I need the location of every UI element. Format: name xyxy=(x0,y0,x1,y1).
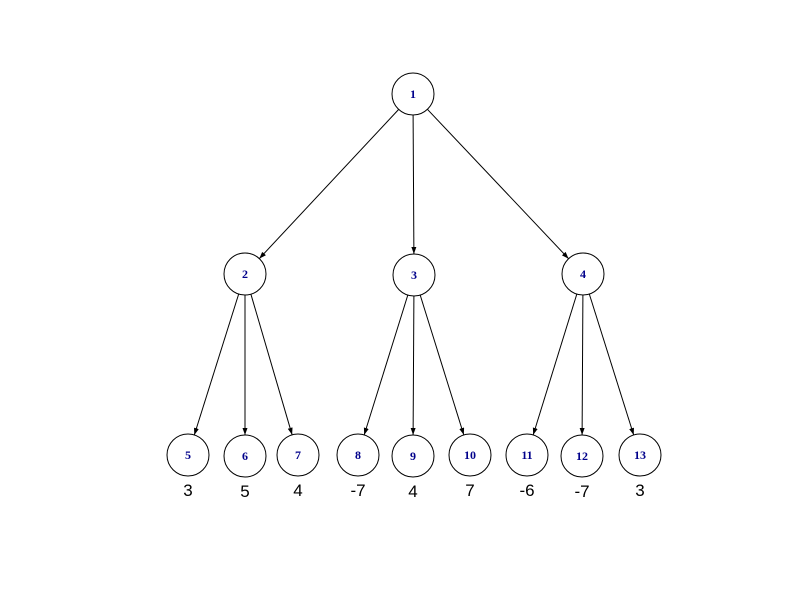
node-circle-4 xyxy=(561,252,605,296)
leaf-value-8: -7 xyxy=(350,481,365,500)
leaf-value-11: -6 xyxy=(519,481,534,500)
node-label-11: 11 xyxy=(521,448,532,462)
leaf-value-10: 7 xyxy=(465,481,474,500)
node-circle-7 xyxy=(276,433,320,477)
edge-1-2 xyxy=(258,109,400,259)
node-label-3: 3 xyxy=(411,268,417,282)
node-label-13: 13 xyxy=(634,448,646,462)
node-circle-2 xyxy=(223,252,267,296)
edge-1-3 xyxy=(411,114,417,255)
node-circle-1 xyxy=(391,72,435,116)
node-circle-12 xyxy=(560,434,604,478)
node-label-8: 8 xyxy=(355,448,361,462)
leaf-value-9: 4 xyxy=(408,482,417,501)
edge-2-7 xyxy=(250,294,293,435)
node-circle-3 xyxy=(392,253,436,297)
leaf-value-6: 5 xyxy=(240,482,249,501)
edge-4-13 xyxy=(588,293,635,436)
node-label-10: 10 xyxy=(464,448,476,462)
node-circle-5 xyxy=(166,433,210,477)
leaf-value-12: -7 xyxy=(574,482,589,501)
edge-4-12 xyxy=(579,294,585,436)
node-label-9: 9 xyxy=(410,449,416,463)
edge-1-4 xyxy=(427,108,569,260)
leaf-value-13: 3 xyxy=(635,481,644,500)
node-label-12: 12 xyxy=(576,449,588,463)
leaf-value-7: 4 xyxy=(293,481,302,500)
edge-3-10 xyxy=(419,294,465,436)
node-circle-8 xyxy=(336,433,380,477)
leaf-value-5: 3 xyxy=(183,481,192,500)
node-circle-6 xyxy=(223,434,267,478)
node-circle-11 xyxy=(505,433,549,477)
node-label-1: 1 xyxy=(410,87,416,101)
edge-3-9 xyxy=(410,295,416,436)
node-circle-13 xyxy=(618,433,662,477)
edges-layer xyxy=(193,108,635,436)
node-circle-10 xyxy=(448,433,492,477)
edge-3-8 xyxy=(363,294,409,436)
edge-4-11 xyxy=(532,293,578,436)
node-label-6: 6 xyxy=(242,449,248,463)
node-label-7: 7 xyxy=(295,448,301,462)
node-label-4: 4 xyxy=(580,267,586,281)
node-label-5: 5 xyxy=(185,448,191,462)
node-label-2: 2 xyxy=(242,267,248,281)
values-layer: 3 5 4 -7 4 7 -6 -7 3 xyxy=(183,481,644,501)
node-circle-9 xyxy=(391,434,435,478)
edge-2-5 xyxy=(193,293,240,436)
